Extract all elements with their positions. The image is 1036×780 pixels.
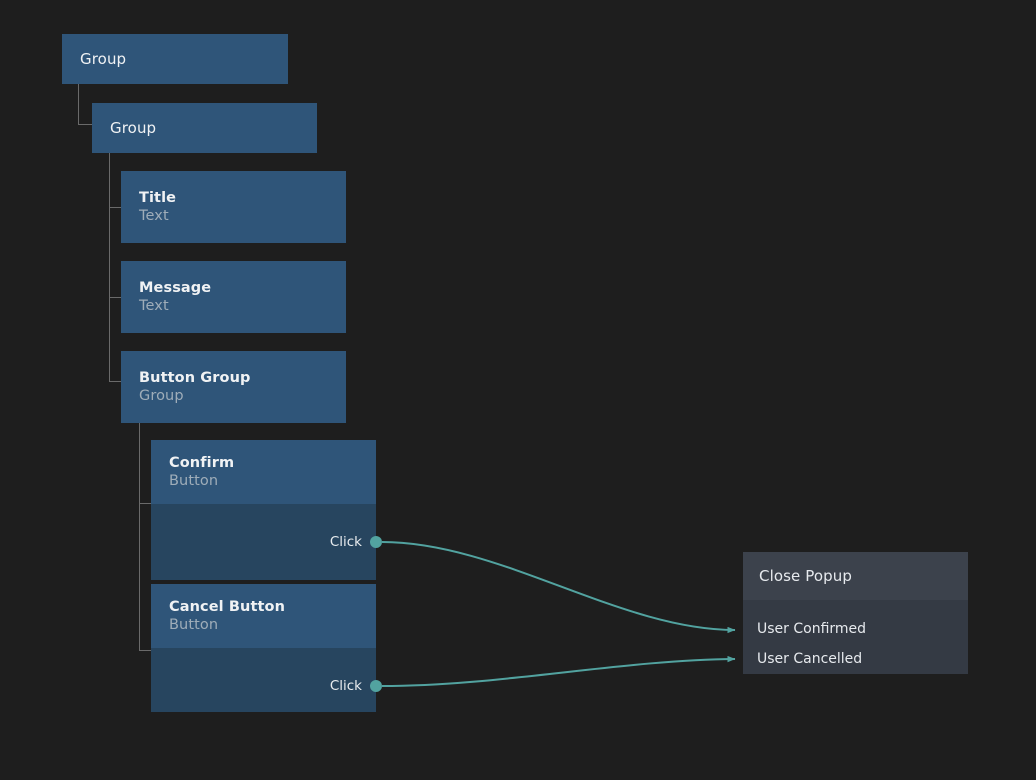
node-button-group[interactable]: Button Group Group — [121, 351, 346, 423]
output-port-dot-cancel-click[interactable] — [370, 680, 382, 692]
node-title: Confirm — [169, 454, 235, 471]
tree-connector-horizontal — [139, 503, 151, 504]
tree-connector-horizontal — [139, 650, 151, 651]
node-body: Click — [151, 504, 376, 580]
tree-connector-horizontal — [109, 207, 121, 208]
output-port-click[interactable]: Click — [330, 678, 376, 694]
tree-connector-horizontal — [109, 381, 121, 382]
port-label: Click — [329, 678, 362, 694]
tree-connector-vertical — [109, 153, 110, 381]
node-title: Message — [139, 279, 212, 296]
node-title-text[interactable]: Title Text — [121, 171, 346, 243]
edge-confirm-to-user-confirmed — [381, 541, 736, 634]
output-port-click[interactable]: Click — [330, 534, 376, 550]
node-subtitle: Text — [139, 207, 169, 224]
node-group-child[interactable]: Group — [92, 103, 317, 153]
node-title: Cancel Button — [169, 598, 286, 615]
tree-connector-horizontal — [109, 297, 121, 298]
input-port-user-cancelled[interactable]: User Cancelled — [757, 651, 863, 667]
node-body: Click — [151, 648, 376, 712]
node-message-text[interactable]: Message Text — [121, 261, 346, 333]
node-header: Cancel Button Button — [151, 584, 376, 648]
node-header: Close Popup — [743, 552, 968, 600]
node-confirm-button[interactable]: Confirm Button Click — [151, 440, 376, 580]
node-header: Group — [62, 34, 288, 84]
port-label: Click — [329, 534, 362, 550]
node-header: Confirm Button — [151, 440, 376, 504]
tree-connector-vertical — [139, 423, 140, 650]
output-port-dot-confirm-click[interactable] — [370, 536, 382, 548]
node-title: Title — [139, 189, 177, 206]
node-title: Group — [110, 119, 157, 137]
node-group-root[interactable]: Group — [62, 34, 288, 84]
tree-connector-vertical — [78, 84, 79, 124]
node-header: Button Group Group — [121, 351, 346, 423]
node-subtitle: Button — [169, 472, 219, 489]
node-title: Close Popup — [759, 567, 852, 585]
node-subtitle: Text — [139, 297, 169, 314]
node-header: Message Text — [121, 261, 346, 333]
node-header: Group — [92, 103, 317, 153]
node-close-popup[interactable]: Close Popup User Confirmed User Cancelle… — [743, 552, 968, 690]
node-cancel-button[interactable]: Cancel Button Button Click — [151, 584, 376, 712]
node-title: Button Group — [139, 369, 251, 386]
node-subtitle: Button — [169, 616, 219, 633]
node-header: Title Text — [121, 171, 346, 243]
input-port-user-confirmed[interactable]: User Confirmed — [757, 621, 867, 637]
edge-cancel-to-user-cancelled — [381, 655, 736, 687]
node-title: Group — [80, 50, 127, 68]
node-body: User Confirmed User Cancelled — [743, 600, 968, 674]
tree-connector-horizontal — [78, 124, 92, 125]
node-subtitle: Group — [139, 387, 184, 404]
